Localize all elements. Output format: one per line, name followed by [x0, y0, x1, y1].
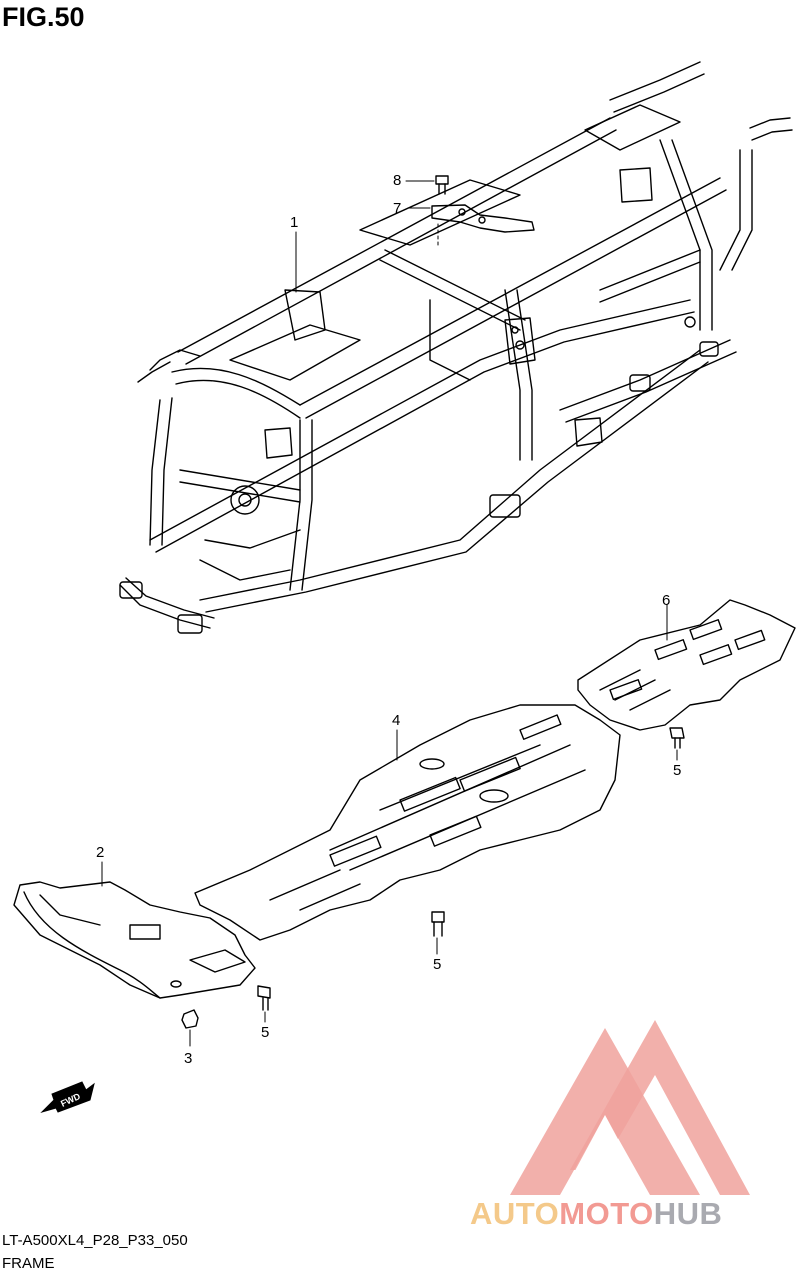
bolt-part-8 [405, 175, 449, 195]
callout-7: 7 [393, 200, 402, 217]
bolt-part-5-a [257, 985, 271, 1023]
callout-5-front: 5 [261, 1024, 270, 1041]
callout-5-middle: 5 [433, 956, 442, 973]
callout-6: 6 [662, 592, 671, 609]
rear-skid-plate-part-6 [577, 599, 796, 731]
frame-part [119, 61, 793, 634]
callout-1: 1 [290, 214, 299, 231]
watermark-hub: HUB [653, 1196, 723, 1231]
callout-8: 8 [393, 172, 402, 189]
middle-skid-plate-part-4 [194, 704, 621, 941]
watermark-auto: AUTO [470, 1196, 560, 1231]
bolt-part-5-c [669, 727, 685, 761]
front-skid-plate-part-2 [13, 861, 256, 999]
callout-2: 2 [96, 844, 105, 861]
bracket-part-7 [407, 204, 535, 249]
callout-5-rear: 5 [673, 762, 682, 779]
diagram-code: LT-A500XL4_P28_P33_050 [2, 1232, 188, 1249]
watermark-logo [510, 1020, 750, 1195]
bolt-part-5-b [431, 911, 445, 955]
fwd-arrow-icon: FWD [40, 1081, 95, 1114]
watermark-moto: MOTO [559, 1196, 654, 1231]
callout-3: 3 [184, 1050, 193, 1067]
nut-part-3 [181, 1009, 199, 1047]
callout-4: 4 [392, 712, 401, 729]
watermark-text: AUTOMOTOHUB [470, 1196, 722, 1232]
diagram-caption: FRAME [2, 1255, 55, 1272]
figure-title: FIG.50 [2, 2, 85, 32]
